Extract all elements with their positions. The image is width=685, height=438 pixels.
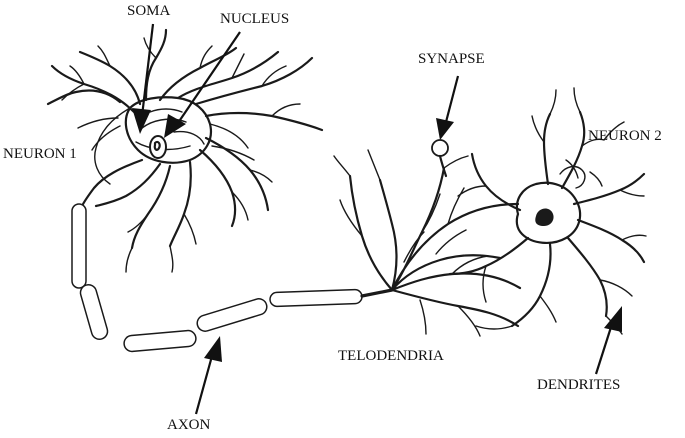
axon-terminal-trunk [360, 288, 394, 298]
soma-arrow [132, 23, 155, 134]
neuron-2 [448, 87, 647, 335]
dendrites-label: DENDRITES [537, 377, 621, 393]
neuron-1-axon-hillock [80, 158, 162, 208]
neuron-1-nucleus [149, 135, 167, 159]
neuron-2-fine-branches [457, 87, 647, 335]
neuron-2-receptor-loop [559, 165, 586, 189]
soma-label: SOMA [127, 3, 171, 19]
axon-arrow [194, 336, 222, 415]
myelin-segment [196, 298, 268, 332]
telodendria-branches [348, 166, 522, 328]
telodendria-fine-branches [333, 149, 489, 337]
myelin-segment [79, 284, 109, 340]
neuron-1-lower-fine-branches [125, 169, 273, 273]
myelin-segment [71, 203, 87, 289]
myelin-segment [269, 288, 363, 308]
neuron-2-nucleus [535, 208, 554, 226]
nucleus-arrow [164, 31, 241, 138]
myelin-segment [123, 329, 197, 353]
synapse-terminal [431, 139, 449, 157]
neuron-2-label: NEURON 2 [588, 128, 662, 144]
neuron-1 [46, 28, 324, 273]
neuron-1-fine-branches [61, 37, 301, 161]
telodendria-label: TELODENDRIA [338, 348, 444, 364]
neuron-1-soma-outline [124, 96, 213, 164]
synapse-link [438, 154, 448, 178]
axon [71, 203, 394, 353]
telodendria [333, 139, 522, 337]
neuron-1-upper-dendrites [46, 28, 324, 132]
dendrites-arrow [594, 306, 622, 375]
synapse-label: SYNAPSE [418, 51, 485, 67]
label-arrows [132, 23, 622, 415]
axon-label: AXON [167, 417, 211, 433]
neuron-1-label: NEURON 1 [3, 146, 77, 162]
neuron-1-cell-body-contour [94, 107, 249, 185]
neuron-1-nucleolus [153, 140, 161, 151]
nucleus-label: NUCLEUS [220, 11, 290, 27]
synapse-arrow [436, 75, 460, 140]
